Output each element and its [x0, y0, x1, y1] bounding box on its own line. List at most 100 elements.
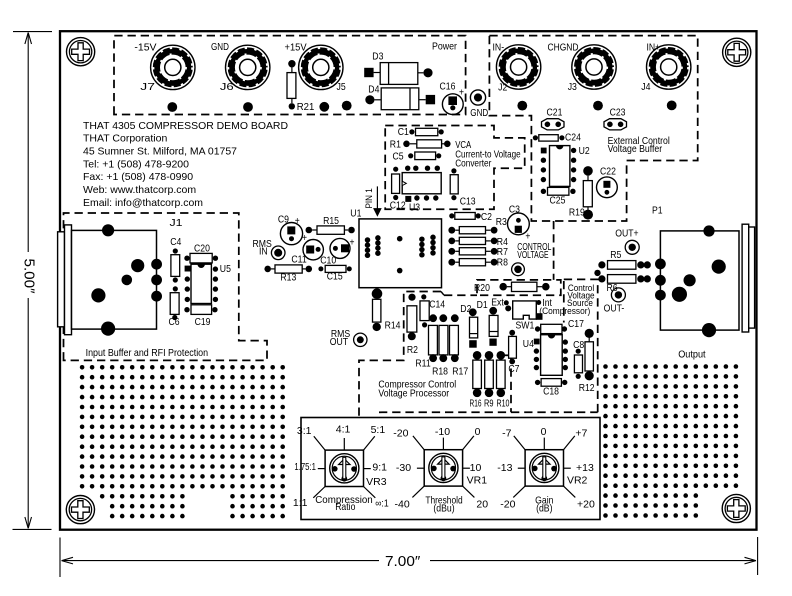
svg-text:10: 10	[470, 463, 482, 474]
svg-text:CONTROL: CONTROL	[517, 242, 551, 253]
svg-text:C4: C4	[170, 237, 181, 248]
svg-text:D3: D3	[372, 52, 383, 63]
svg-text:R9: R9	[484, 399, 494, 410]
svg-text:0: 0	[475, 427, 481, 438]
svg-text:-7: -7	[502, 429, 512, 440]
svg-text:J7: J7	[140, 82, 155, 93]
svg-text:R10: R10	[497, 399, 510, 410]
svg-text:C14: C14	[429, 300, 445, 311]
svg-text:C8: C8	[573, 340, 584, 351]
svg-text:4:1: 4:1	[336, 424, 351, 435]
svg-text:C6: C6	[169, 317, 180, 328]
svg-text:Int: Int	[542, 298, 552, 309]
svg-text:+7: +7	[575, 429, 587, 440]
svg-text:C10: C10	[320, 256, 336, 267]
svg-text:R20: R20	[474, 283, 490, 294]
svg-text:Voltage Processor: Voltage Processor	[378, 388, 449, 399]
svg-text:C22: C22	[600, 167, 616, 178]
svg-text:∞:1: ∞:1	[375, 499, 389, 510]
svg-text:THAT Corporation: THAT Corporation	[83, 134, 168, 145]
svg-text:P1: P1	[652, 206, 663, 217]
svg-text:Compression: Compression	[315, 495, 373, 506]
svg-text:3:1: 3:1	[297, 426, 312, 437]
svg-text:C21: C21	[547, 108, 563, 119]
svg-text:R7: R7	[497, 247, 508, 258]
svg-text:Ratio: Ratio	[335, 502, 355, 513]
svg-text:IN: IN	[259, 247, 268, 258]
svg-text:PIN 1: PIN 1	[364, 188, 375, 208]
svg-text:Ext: Ext	[491, 298, 504, 309]
svg-text:SW1: SW1	[516, 321, 535, 332]
svg-text:U3: U3	[409, 203, 420, 214]
svg-text:20: 20	[476, 500, 488, 511]
svg-text:J3: J3	[568, 82, 577, 93]
svg-text:C7: C7	[508, 364, 519, 375]
svg-text:R16: R16	[470, 399, 482, 410]
svg-text:Threshold: Threshold	[425, 496, 463, 507]
svg-text:Source: Source	[567, 298, 593, 309]
svg-text:(dB): (dB)	[536, 503, 552, 514]
svg-text:J1: J1	[170, 218, 183, 229]
svg-text:D4: D4	[368, 85, 379, 96]
svg-text:THAT 4305 COMPRESSOR DEMO BOAR: THAT 4305 COMPRESSOR DEMO BOARD	[83, 121, 288, 132]
svg-text:1.75:1: 1.75:1	[294, 462, 316, 473]
svg-text:5.00″: 5.00″	[21, 259, 37, 294]
svg-text:Tel: +1 (508) 478-9200: Tel: +1 (508) 478-9200	[83, 159, 189, 170]
svg-text:OUT-: OUT-	[604, 304, 625, 315]
svg-text:+: +	[295, 216, 300, 227]
svg-text:R14: R14	[385, 321, 401, 332]
svg-text:-40: -40	[395, 500, 411, 511]
svg-text:0: 0	[541, 427, 547, 438]
svg-text:D1: D1	[477, 300, 488, 311]
svg-text:+20: +20	[577, 500, 595, 511]
svg-text:OUT: OUT	[330, 337, 348, 348]
svg-text:+: +	[350, 238, 355, 249]
svg-text:R2: R2	[407, 345, 418, 356]
svg-text:+13: +13	[576, 463, 594, 474]
svg-text:Compressor Control: Compressor Control	[378, 380, 456, 391]
svg-text:Email: info@thatcorp.com: Email: info@thatcorp.com	[83, 198, 203, 209]
svg-text:J4: J4	[641, 82, 650, 93]
svg-text:OUT+: OUT+	[615, 229, 638, 240]
svg-text:R3: R3	[496, 217, 507, 228]
svg-text:C12: C12	[390, 201, 406, 212]
svg-text:U2: U2	[579, 146, 590, 157]
svg-text:R12: R12	[579, 383, 595, 394]
svg-text:R6: R6	[607, 283, 618, 294]
svg-text:R18: R18	[432, 367, 448, 378]
svg-text:IN-: IN-	[493, 42, 505, 53]
svg-text:Converter: Converter	[455, 159, 492, 170]
svg-text:R1: R1	[390, 140, 401, 151]
svg-text:R8: R8	[497, 258, 508, 269]
svg-text:GND: GND	[211, 42, 229, 53]
svg-text:D2: D2	[460, 304, 471, 315]
svg-text:Current-to Voltage: Current-to Voltage	[455, 150, 521, 161]
svg-text:U5: U5	[220, 264, 231, 275]
svg-text:C24: C24	[565, 133, 581, 144]
svg-text:+: +	[459, 88, 464, 99]
svg-text:Web: www.thatcorp.com: Web: www.thatcorp.com	[83, 185, 196, 196]
svg-text:Gain: Gain	[535, 496, 553, 507]
svg-text:C23: C23	[610, 108, 626, 119]
svg-text:R19: R19	[569, 208, 585, 219]
svg-text:1:1: 1:1	[293, 498, 308, 509]
svg-text:-20: -20	[393, 429, 409, 440]
svg-text:7.00″: 7.00″	[385, 554, 420, 570]
svg-text:C16: C16	[440, 82, 456, 93]
svg-text:-20: -20	[500, 500, 516, 511]
svg-text:(Compressor): (Compressor)	[539, 306, 590, 317]
svg-text:RMS: RMS	[253, 239, 272, 250]
svg-text:-30: -30	[396, 463, 412, 474]
svg-text:C1: C1	[398, 127, 409, 138]
svg-text:RMS: RMS	[331, 329, 350, 340]
svg-text:C18: C18	[543, 387, 559, 398]
svg-text:VCA: VCA	[455, 140, 471, 151]
svg-text:R11: R11	[415, 359, 431, 370]
svg-text:+: +	[525, 232, 530, 243]
svg-text:Power: Power	[432, 42, 458, 53]
svg-text:C19: C19	[195, 317, 211, 328]
svg-text:C15: C15	[327, 272, 343, 283]
svg-text:C25: C25	[550, 196, 566, 207]
svg-text:45 Sumner St. Milford, MA 0175: 45 Sumner St. Milford, MA 01757	[83, 147, 237, 158]
svg-text:Control: Control	[568, 283, 594, 294]
